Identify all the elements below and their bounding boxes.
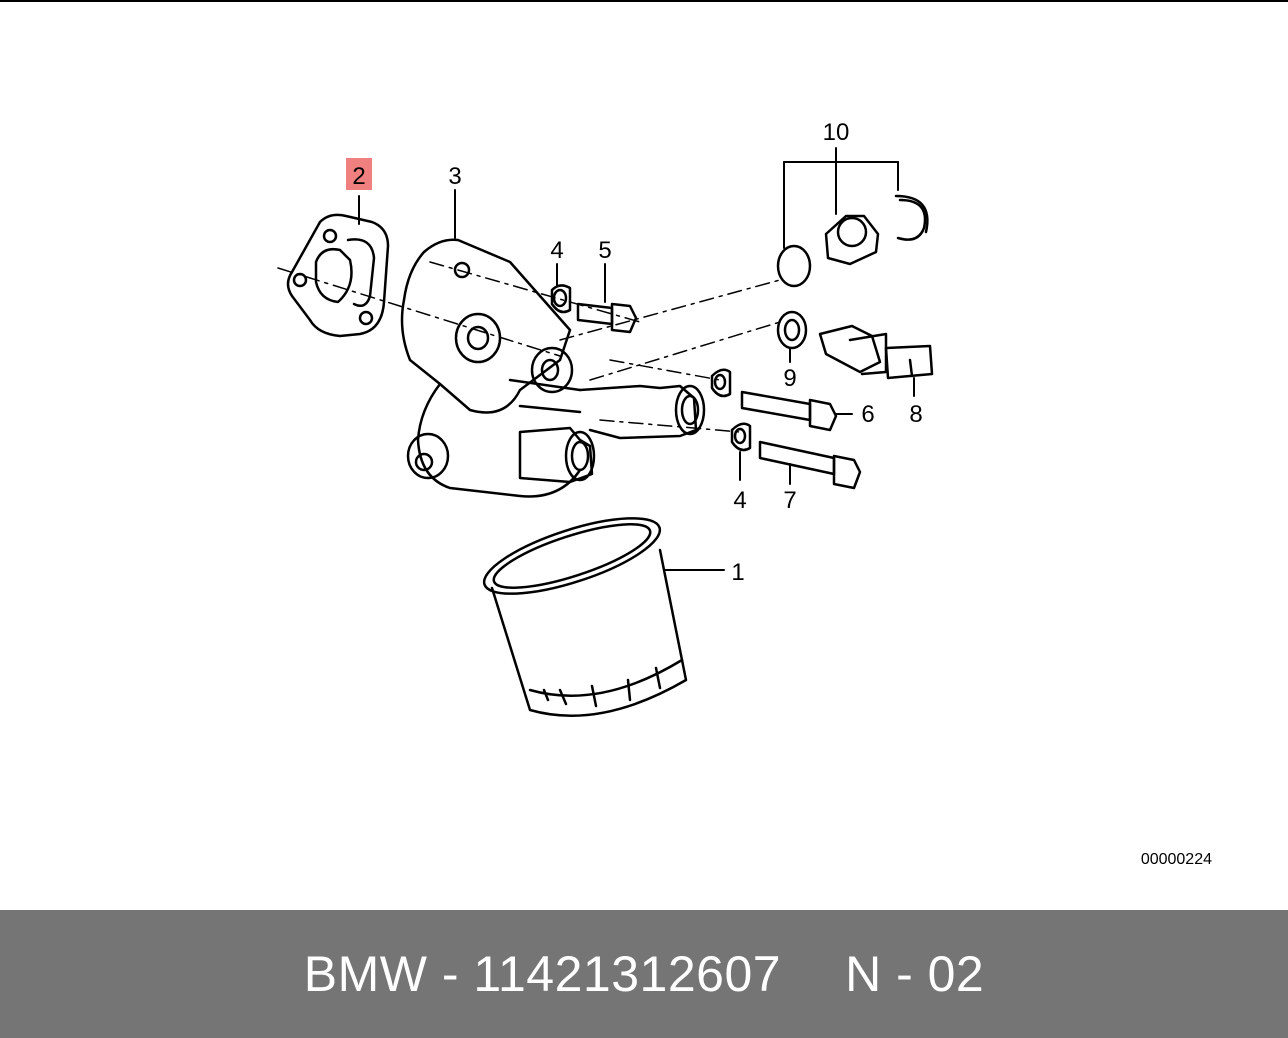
filter-housing-part-3	[400, 238, 706, 498]
sealing-ring-part-9	[776, 310, 808, 350]
callout-3: 3	[448, 163, 461, 190]
plug-kit-part-10	[776, 194, 929, 288]
callout-6: 6	[861, 401, 874, 428]
sensor-part-8	[818, 324, 934, 380]
highlight-box-part-2	[346, 158, 372, 190]
gasket-part-2	[286, 213, 390, 338]
callout-5: 5	[598, 237, 611, 264]
top-border	[0, 0, 1288, 2]
washer-part-4-mid	[710, 368, 732, 398]
callout-4-lower: 4	[733, 487, 746, 514]
bolt-part-5	[576, 302, 638, 334]
footer-position-label: N - 02	[845, 946, 985, 1002]
drawing-number: 00000224	[1141, 851, 1212, 868]
callout-4-upper: 4	[550, 237, 563, 264]
bolt-part-6	[740, 390, 838, 432]
callout-9: 9	[783, 365, 796, 392]
oil-filter-part-1	[482, 517, 688, 717]
callout-8: 8	[909, 401, 922, 428]
callout-1: 1	[731, 559, 744, 586]
callout-7: 7	[783, 487, 796, 514]
footer-caption: BMW - 11421312607 N - 02	[0, 910, 1288, 1038]
footer-separator: -	[427, 946, 474, 1002]
bolt-part-7	[758, 440, 862, 490]
callout-10: 10	[823, 119, 850, 146]
footer-brand: BMW	[303, 946, 428, 1002]
footer-bar: BMW - 11421312607 N - 02	[0, 910, 1288, 1038]
parts-diagram: 1 2 3 4 5 6 4 7 8 9 10 00000224	[277, 119, 1212, 868]
footer-part-number: 11421312607	[473, 946, 782, 1002]
callout-2: 2	[352, 163, 365, 190]
washer-part-4-lower	[730, 422, 752, 452]
axis-lines	[277, 261, 781, 433]
leader-lines	[358, 147, 915, 571]
